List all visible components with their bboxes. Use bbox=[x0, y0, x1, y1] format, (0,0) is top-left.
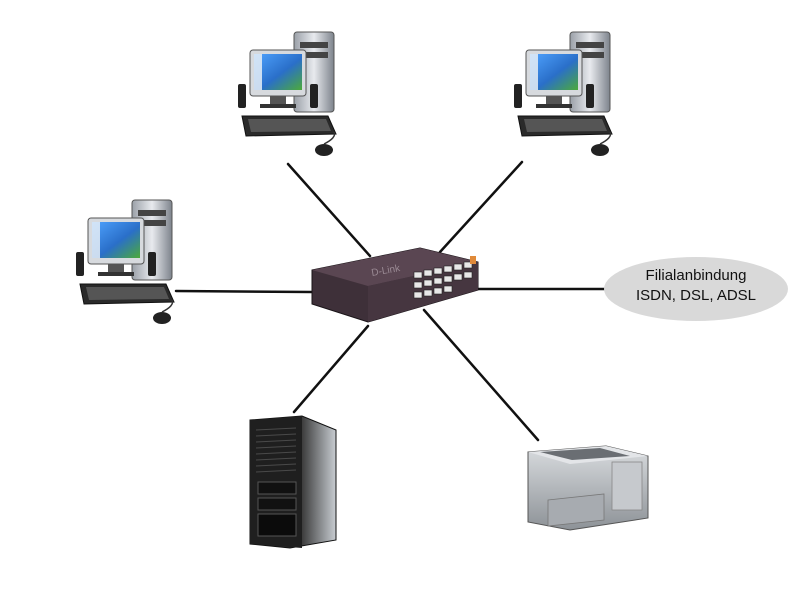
switch-brand-label: D-Link bbox=[371, 263, 402, 279]
branch-cloud bbox=[604, 257, 788, 321]
connection-lines bbox=[174, 160, 610, 442]
desktop-pc-top-right bbox=[513, 31, 613, 157]
network-switch: D-Link bbox=[311, 247, 479, 323]
server-drive-bay bbox=[257, 513, 297, 537]
link-switch-printer bbox=[422, 308, 540, 442]
printer-control-panel bbox=[611, 461, 643, 511]
server-drive-bay bbox=[257, 497, 297, 511]
link-switch-pc-left bbox=[174, 289, 314, 294]
link-switch-server bbox=[292, 324, 370, 414]
server-drive-bay bbox=[257, 481, 297, 495]
link-switch-pc-top-right bbox=[438, 160, 524, 254]
laser-printer bbox=[527, 445, 649, 531]
server-vent-grille bbox=[255, 427, 297, 473]
link-switch-pc-top-left bbox=[286, 162, 372, 258]
tower-server bbox=[249, 415, 337, 549]
switch-port-grid bbox=[413, 261, 473, 299]
desktop-pc-top-left bbox=[237, 31, 337, 157]
switch-status-led bbox=[470, 256, 476, 264]
desktop-pc-left bbox=[75, 199, 175, 325]
